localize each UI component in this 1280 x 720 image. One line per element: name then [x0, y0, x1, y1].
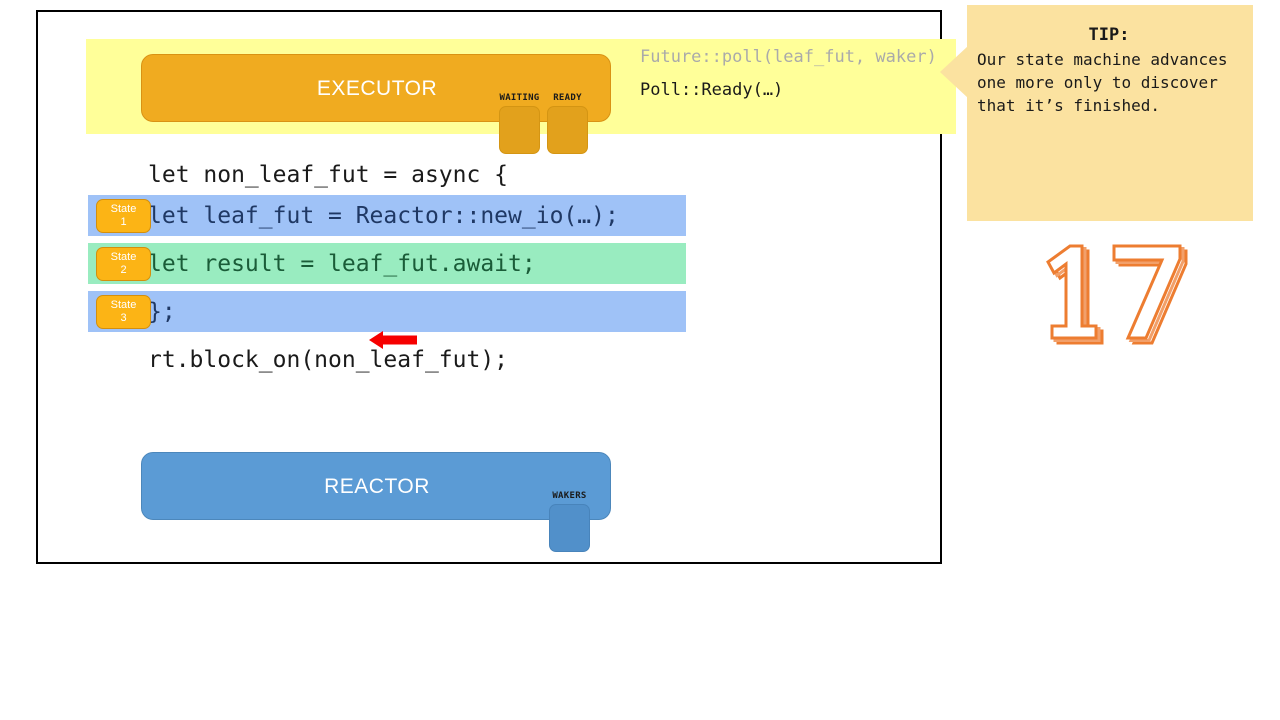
executor-box[interactable]: EXECUTOR WAITING READY	[141, 54, 611, 154]
left-arrow-icon	[231, 303, 418, 349]
tip-body: Our state machine advances one more only…	[977, 50, 1228, 115]
state-badge-2[interactable]: State 2	[96, 246, 151, 281]
slide-frame: EXECUTOR WAITING READY Future::poll(leaf…	[36, 10, 956, 564]
poll-result-text: Poll::Ready(…)	[640, 80, 784, 100]
code-line-block-on: rt.block_on(non_leaf_fut);	[88, 339, 728, 380]
poll-call-text: Future::poll(leaf_fut, waker)	[640, 47, 937, 67]
code-line-open-text: let non_leaf_fut = async {	[148, 161, 509, 188]
waiting-slot-caption: WAITING	[499, 93, 540, 103]
state-badge-3-number: 3	[120, 311, 127, 324]
wakers-slot[interactable]: WAKERS	[549, 491, 590, 552]
state-badge-2-title: State	[110, 250, 137, 263]
ready-slot[interactable]: READY	[547, 93, 588, 154]
ready-slot-caption: READY	[553, 93, 582, 103]
code-line-state-3[interactable]: State 3 };	[88, 291, 686, 349]
code-block: let non_leaf_fut = async { State 1 let l…	[88, 154, 728, 380]
ready-slot-box[interactable]	[547, 106, 588, 154]
code-line-state-3-text: };	[148, 298, 176, 325]
poll-annotation: Future::poll(leaf_fut, waker) Poll::Read…	[640, 44, 937, 103]
waiting-slot[interactable]: WAITING	[499, 93, 540, 154]
code-line-state-1-text: let leaf_fut = Reactor::new_io(…);	[148, 202, 619, 229]
waiting-slot-box[interactable]	[499, 106, 540, 154]
tip-pointer-icon	[940, 46, 968, 98]
state-badge-3[interactable]: State 3	[96, 294, 151, 329]
reactor-box[interactable]: REACTOR WAKERS	[141, 452, 611, 552]
code-line-state-2-text: let result = leaf_fut.await;	[148, 250, 536, 277]
executor-slot-group: WAITING READY	[499, 93, 588, 154]
code-line-state-2[interactable]: State 2 let result = leaf_fut.await;	[88, 243, 686, 284]
state-badge-2-number: 2	[120, 263, 127, 276]
reactor-label: REACTOR	[324, 475, 430, 498]
executor-label: EXECUTOR	[316, 77, 438, 100]
state-badge-1[interactable]: State 1	[96, 198, 151, 233]
code-line-block-on-text: rt.block_on(non_leaf_fut);	[148, 346, 509, 373]
wakers-slot-box[interactable]	[549, 504, 590, 552]
code-line-state-1[interactable]: State 1 let leaf_fut = Reactor::new_io(……	[88, 195, 686, 236]
page-number-glyphs	[1046, 244, 1188, 345]
code-line-open: let non_leaf_fut = async {	[88, 154, 728, 195]
tip-callout: TIP: Our state machine advances one more…	[967, 5, 1253, 221]
state-badge-1-number: 1	[120, 215, 127, 228]
state-badge-3-title: State	[110, 298, 137, 311]
wakers-slot-caption: WAKERS	[552, 491, 587, 501]
state-badge-1-title: State	[110, 202, 137, 215]
tip-title: TIP:	[1088, 25, 1130, 45]
page-number	[1040, 240, 1200, 350]
